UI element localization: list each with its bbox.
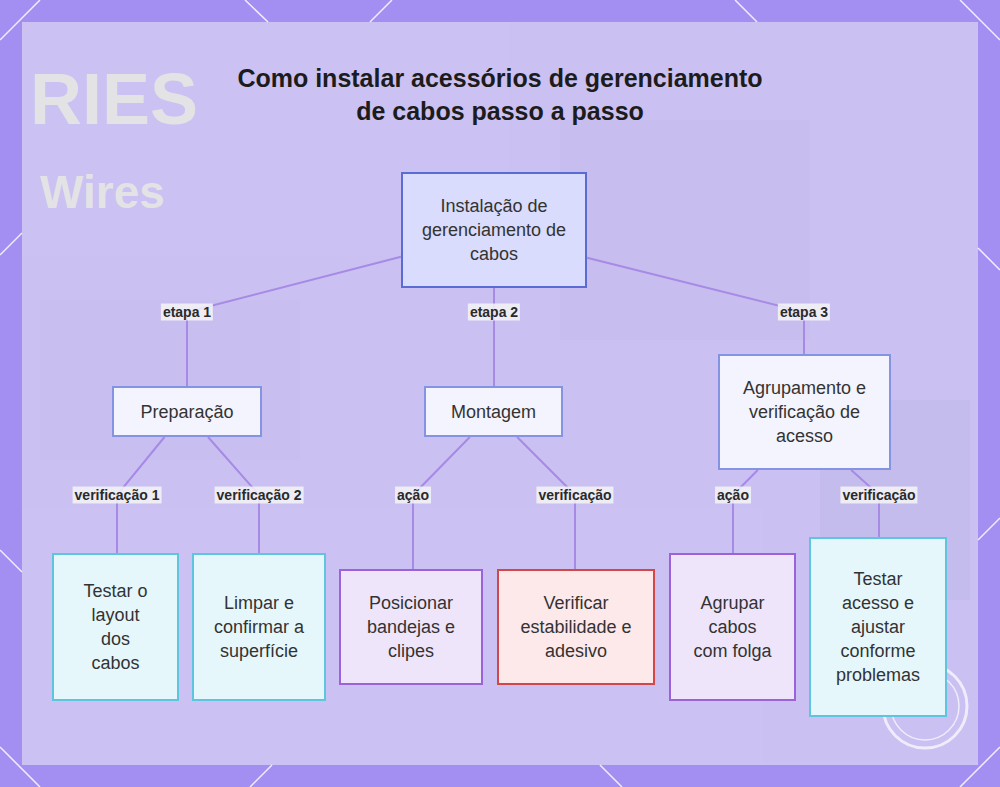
action-box: Agrupar cabos com folga (669, 553, 796, 701)
node-text: Agrupar cabos com folga (689, 591, 776, 663)
connector-label: verificação (840, 487, 917, 504)
connector-label: ação (715, 487, 751, 504)
node-text: Instalação de gerenciamento de cabos (415, 194, 573, 266)
diagram-title: Como instalar acessórios de gerenciament… (220, 62, 780, 128)
check-box: Verificar estabilidade e adesivo (497, 569, 655, 685)
background-watermark: Wires (40, 165, 165, 219)
connector-label: verificação 1 (73, 487, 162, 504)
connector-label: ação (395, 487, 431, 504)
step-box: Agrupamento e verificação de acesso (718, 354, 891, 470)
node-text: Testar acesso e ajustar conforme problem… (825, 567, 931, 687)
background-watermark: RIES (30, 58, 198, 140)
connector-label: verificação (536, 487, 613, 504)
check-box: Testar o layout dos cabos (52, 553, 179, 701)
connector-label: verificação 2 (215, 487, 304, 504)
node-text: Posicionar bandejas e clipes (355, 591, 467, 663)
connector (587, 258, 804, 354)
connector (187, 257, 401, 386)
action-box: Posicionar bandejas e clipes (339, 569, 483, 685)
connector-label: etapa 3 (778, 304, 830, 321)
node-text: Limpar e confirmar a superfície (212, 591, 306, 663)
node-text: Testar o layout dos cabos (78, 579, 153, 675)
background-photo (22, 22, 978, 765)
step-box: Preparação (112, 386, 262, 437)
connector (733, 470, 758, 553)
check-box: Testar acesso e ajustar conforme problem… (809, 537, 947, 717)
root-box: Instalação de gerenciamento de cabos (401, 172, 587, 288)
connector (851, 470, 879, 537)
node-text: Montagem (434, 400, 553, 424)
step-box: Montagem (424, 386, 563, 437)
connector-label: etapa 2 (468, 304, 520, 321)
node-text: Preparação (122, 400, 252, 424)
check-box: Limpar e confirmar a superfície (192, 553, 326, 701)
node-text: Agrupamento e verificação de acesso (734, 376, 875, 448)
connector-label: etapa 1 (161, 304, 213, 321)
node-text: Verificar estabilidade e adesivo (515, 591, 637, 663)
